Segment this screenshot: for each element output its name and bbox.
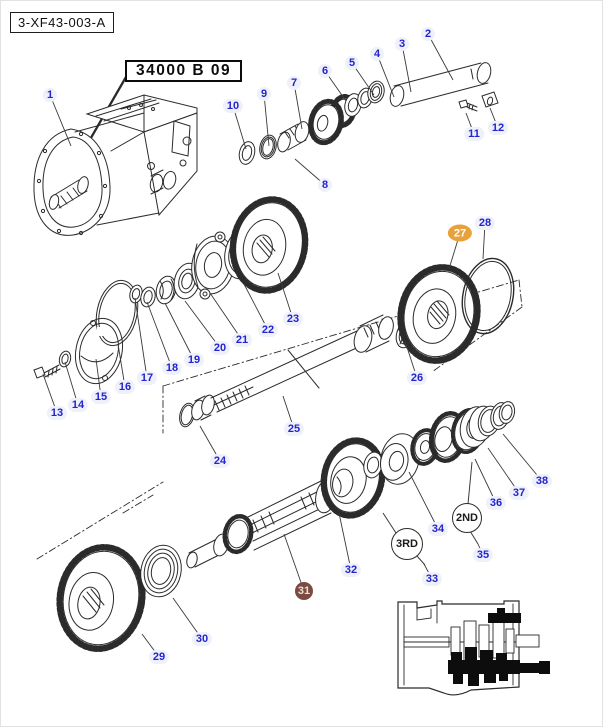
callout-20[interactable]: 20 bbox=[209, 341, 231, 355]
callout-19[interactable]: 19 bbox=[183, 353, 205, 367]
section-ref-box[interactable]: 34000 B 09 bbox=[125, 60, 243, 82]
highlighted-input-gear bbox=[488, 608, 521, 623]
leader-line bbox=[49, 94, 72, 147]
leader-line bbox=[376, 53, 395, 98]
leader-line bbox=[209, 292, 243, 341]
callout-31[interactable]: 31 bbox=[295, 582, 313, 600]
callout-36[interactable]: 36 bbox=[485, 496, 507, 510]
callout-25[interactable]: 25 bbox=[283, 422, 305, 436]
drawing-number: 3-XF43-003-A bbox=[18, 15, 106, 30]
leader-line bbox=[427, 33, 454, 81]
callout-2[interactable]: 2 bbox=[420, 27, 436, 41]
callout-27[interactable]: 27 bbox=[447, 224, 473, 242]
callout-29[interactable]: 29 bbox=[148, 650, 170, 664]
callout-11[interactable]: 11 bbox=[464, 127, 484, 141]
callout-23[interactable]: 23 bbox=[282, 312, 304, 326]
callout-8[interactable]: 8 bbox=[317, 178, 333, 192]
callout-10[interactable]: 10 bbox=[222, 99, 244, 113]
leader-line bbox=[243, 283, 269, 331]
callout-12[interactable]: 12 bbox=[487, 121, 509, 135]
callout-1[interactable]: 1 bbox=[42, 88, 58, 102]
mainshaft-assembly bbox=[179, 257, 515, 428]
callout-21[interactable]: 21 bbox=[231, 333, 253, 347]
callout-35[interactable]: 35 bbox=[472, 548, 494, 562]
leader-line bbox=[64, 361, 79, 406]
callout-26[interactable]: 26 bbox=[406, 371, 428, 385]
gearbox-section-inset bbox=[397, 600, 550, 696]
leader-line bbox=[277, 272, 294, 320]
callout-22[interactable]: 22 bbox=[257, 323, 279, 337]
gearbox-housing-drawing bbox=[33, 94, 198, 236]
leader-line bbox=[263, 93, 270, 147]
leader-line bbox=[283, 533, 305, 592]
leader-line bbox=[338, 512, 352, 571]
leader-line bbox=[184, 300, 221, 349]
leader-line bbox=[487, 447, 520, 494]
leader-line bbox=[146, 301, 173, 369]
callout-17[interactable]: 17 bbox=[136, 371, 158, 385]
callout-24[interactable]: 24 bbox=[209, 454, 231, 468]
drawing-number-box: 3-XF43-003-A bbox=[10, 12, 114, 33]
callout-34[interactable]: 34 bbox=[427, 522, 449, 536]
callout-16[interactable]: 16 bbox=[114, 380, 136, 394]
gear-label-3rd: 3RD bbox=[391, 528, 423, 560]
callout-32[interactable]: 32 bbox=[340, 563, 362, 577]
callout-30[interactable]: 30 bbox=[191, 632, 213, 646]
leader-line bbox=[408, 471, 439, 530]
layshaft-bearing-assembly bbox=[33, 196, 309, 385]
callout-13[interactable]: 13 bbox=[46, 406, 68, 420]
callout-3[interactable]: 3 bbox=[394, 37, 410, 51]
leader-line bbox=[502, 433, 543, 482]
callout-37[interactable]: 37 bbox=[508, 486, 530, 500]
input-shaft-assembly bbox=[238, 62, 499, 165]
highlighted-countershaft bbox=[448, 647, 550, 686]
leader-line bbox=[232, 105, 247, 150]
leader-line bbox=[416, 555, 426, 566]
callout-4[interactable]: 4 bbox=[369, 47, 385, 61]
callout-33[interactable]: 33 bbox=[421, 572, 443, 586]
callout-14[interactable]: 14 bbox=[67, 398, 89, 412]
leader-line bbox=[134, 297, 148, 379]
callout-5[interactable]: 5 bbox=[344, 56, 360, 70]
callout-15[interactable]: 15 bbox=[90, 390, 112, 404]
callout-18[interactable]: 18 bbox=[161, 361, 183, 375]
callout-6[interactable]: 6 bbox=[317, 64, 333, 78]
gear-label-2nd: 2ND bbox=[452, 503, 482, 533]
section-ref: 34000 B 09 bbox=[136, 62, 232, 79]
leader-line bbox=[469, 530, 479, 545]
countershaft-assembly bbox=[56, 401, 516, 652]
callout-7[interactable]: 7 bbox=[286, 76, 302, 90]
callout-38[interactable]: 38 bbox=[531, 474, 553, 488]
leader-line bbox=[293, 82, 303, 130]
leader-line bbox=[382, 512, 397, 534]
leader-line bbox=[467, 461, 473, 505]
leader-line bbox=[164, 302, 195, 361]
callout-28[interactable]: 28 bbox=[474, 216, 496, 230]
callout-9[interactable]: 9 bbox=[256, 87, 272, 101]
leader-line bbox=[401, 43, 412, 93]
leader-line bbox=[117, 343, 126, 388]
leader-line bbox=[474, 458, 497, 504]
